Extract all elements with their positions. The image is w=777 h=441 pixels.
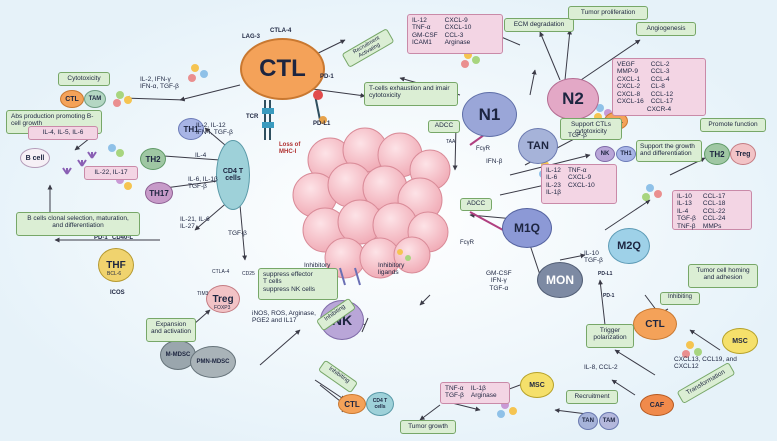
tgfb-cd4-label: TGF-β — [228, 230, 247, 237]
caf-cell: CAF — [640, 394, 674, 416]
tgfb-tan-label: TGF-β — [568, 132, 587, 139]
support-growth-box: Support the growth and differentiation — [636, 140, 702, 162]
inhibiting-m2-box: Inhibiting — [660, 292, 700, 305]
adcc-m1-box: ADCC — [460, 198, 492, 211]
tam-bottom-cell: TAM — [599, 412, 619, 430]
ecm-degradation-box: ECM degradation — [504, 18, 574, 32]
inhibitory-ligands-label: Inhibitory ligands — [378, 262, 405, 277]
inos-label: iNOS, ROS, Arginase,PGE2 and IL17 — [252, 310, 316, 325]
mon-cell: MON — [537, 262, 583, 298]
tan-cell: TAN — [518, 128, 558, 164]
ctla4-top-label: CTLA-4 — [270, 28, 292, 34]
pd1-m2-label: PD-1 — [603, 293, 615, 299]
nk-small-cell: NK — [595, 146, 615, 162]
th2-right-cell: TH2 — [704, 143, 730, 165]
tan-bottom-cell: TAN — [578, 412, 598, 430]
pdl1-label: PD-L1 — [313, 121, 331, 127]
lag3-label: LAG-3 — [242, 34, 260, 40]
tumor-growth-box: Tumor growth — [400, 420, 456, 434]
pd1-label: PD-1 — [320, 74, 334, 80]
pmn-mdsc-cell: PMN-MDSC — [190, 346, 236, 378]
thf-cell: THF — [98, 248, 134, 282]
adcc-n1-box: ADCC — [428, 120, 460, 133]
msc-left-cell: MSC — [520, 372, 554, 398]
fcyr-n1-label: FcγR — [476, 146, 490, 152]
cd4-bottom-cell: CD4 T cells — [366, 392, 394, 416]
ctl-main-cell: CTL — [240, 38, 325, 100]
ctl-m2-cell: CTL — [633, 308, 677, 340]
cd25-label: CD25 — [242, 271, 255, 277]
m1-cell: M1Q — [502, 208, 552, 248]
pdl1-m2-label: PD-L1 — [598, 271, 613, 277]
th1-small-cell: TH1 — [616, 146, 636, 162]
icos-label: ICOS — [110, 290, 125, 296]
ifnb-label: IFN-β — [486, 158, 503, 165]
msc-right-cell: MSC — [722, 328, 758, 354]
th17-cell: TH17 — [145, 182, 173, 204]
tumor-homing-box: Tumor cell homing and adhesion — [688, 264, 758, 288]
receptors — [262, 90, 504, 286]
n2-cell: N2 — [547, 78, 599, 120]
angiogenesis-box: Angiogenesis — [636, 22, 696, 36]
tcr-label: TCR — [246, 114, 259, 120]
ctl-small-cell: CTL — [60, 90, 84, 108]
il22-il17-box: IL-22, IL-17 — [84, 166, 138, 180]
foxp3-label: FOXP3 — [214, 305, 231, 311]
support-ctl-box: Support CTLs cytotoxicity — [560, 118, 622, 140]
trigger-polarization-box: Trigger polarization — [586, 324, 634, 348]
il8-label: IL-8, CCL-2 — [584, 364, 618, 371]
th2-cell: TH2 — [140, 148, 166, 170]
promote-function-box: Promote function — [700, 118, 766, 132]
il4-label: IL-4 — [195, 152, 207, 159]
fcyr-m1-label: FcγR — [460, 240, 474, 246]
b-cell: B cell — [20, 148, 50, 168]
cd4-cell: CD4 T cells — [216, 140, 250, 210]
il4-il5-il6-box: IL-4, IL-5, IL-6 — [28, 126, 98, 140]
loss-mhc-label: Loss of MHC-I — [279, 142, 301, 155]
t-exhaustion-box: T-cells exhaustion and imair cytotoxicit… — [364, 82, 458, 106]
th1-cell: TH1 — [178, 118, 204, 140]
tam-small-cell: TAM — [84, 90, 106, 108]
cytotoxicity-box: Cytotoxicity — [58, 72, 110, 86]
treg-cell: Treg — [206, 285, 240, 313]
b-clonal-box: B cells clonal selection, maturation, an… — [16, 212, 140, 236]
expansion-box: Expansion and activation — [146, 318, 196, 342]
bcl6-label: BCL-6 — [107, 271, 122, 277]
pd1-thf-label: PD-1 — [94, 235, 108, 241]
ctl-bottom-cell: CTL — [338, 394, 366, 414]
tumor-proliferation-box: Tumor proliferation — [568, 6, 648, 20]
treg-right-cell: Treg — [730, 143, 756, 165]
m2-cell: M2Q — [608, 228, 650, 264]
cd40l-label: CD40-L — [112, 235, 134, 241]
tim3-label: TIM3 — [197, 291, 209, 297]
ctla4-treg-label: CTLA-4 — [212, 269, 230, 275]
n1-cell: N1 — [462, 92, 517, 137]
tumor-mass — [292, 127, 451, 279]
taa-label: TAA — [446, 139, 456, 145]
recruitment-box: Recruitment — [566, 390, 618, 404]
